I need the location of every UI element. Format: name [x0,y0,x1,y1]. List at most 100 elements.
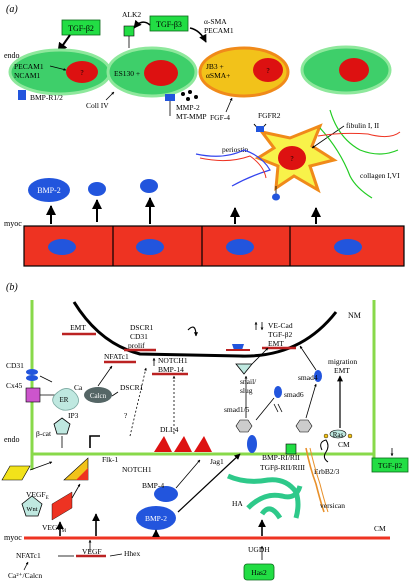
cx45-channel [25,387,41,403]
notch1-triangle-left [154,436,172,452]
vegfe-arrow [29,461,53,471]
smad4-oval [314,370,322,382]
myoc-nucleus-1 [48,239,76,255]
bmp2-oval-a [28,178,70,202]
ip3-label: IP3 [68,411,79,420]
endo-nucleus-3 [339,58,369,82]
endo-nucleus-1 [66,61,98,83]
mmp-dot-3 [186,97,190,101]
inhibit-mark-1 [273,403,279,413]
fgf4-label: FGF-4 [210,113,230,122]
ugdh-label: UGDH [248,545,270,554]
fgf4-arrow [225,97,233,113]
er-shape [52,388,79,411]
dscr1-mid-inhibit [111,391,119,397]
bmp-drop-2 [140,179,158,193]
collagen-label: collagen I,VI [360,171,400,180]
erbb-receptor [320,439,329,463]
tgfb2-box [61,19,101,36]
jag1-triangle [194,436,212,452]
has2-box [243,563,275,581]
tgfbr-label: TGFβ-RII/RIII [260,463,306,472]
smad6-label: smad6 [284,390,304,399]
myoc-nucleus-3 [226,239,254,255]
jb3-nucleus [253,58,283,82]
bmp2-up-arrow [177,453,241,513]
mmp-dot-2 [188,90,192,94]
bmp4-oval [154,486,178,502]
collagen-fiber-red [317,131,401,138]
snail-to-emt-arrow [251,347,269,365]
inhibit-mark-2 [277,403,283,413]
smad4-label: smad4 [298,373,318,382]
q-label-b: ? [124,411,128,420]
panel-a: (a) TGF-β2 TGF-β3 ALK2 α-SMA PECAM1 endo… [4,4,405,267]
mesenchymal-receptor [256,126,264,132]
periostin-fiber-blue [195,149,271,187]
ras-label: Ras [333,431,344,439]
smad-hex-right [295,419,313,433]
es130-label: ES130 + [114,69,140,78]
vegfe-parallelogram [1,465,31,481]
emt-right-label: EMT [334,366,350,375]
dscr1-mid-label: DSCR1 [120,383,144,392]
endo-label-b: endo [4,435,20,444]
bmpr-label: BMP-R1/2 [30,93,63,102]
vegf-gradient-triangle-red [76,468,88,480]
vegfe-label: VEGFE [26,490,49,501]
vecad-label: VE-Cad [268,321,293,330]
myoc-nucleus-4 [334,239,362,255]
bmp14-label: BMP-14 [158,365,184,374]
versican-fiber [305,447,325,513]
prolif-label: prolif [128,341,145,350]
smad15-label: smad1/5 [224,405,250,414]
bmp2-oval-b [136,506,176,530]
alk2-label: ALK2 [122,10,141,19]
pecam-arrow [49,65,67,71]
vegfm-parallelogram [51,491,73,521]
cm-label: CM [338,440,350,449]
collagen-fiber-green [319,127,373,199]
nfatc1-b-label: NFATc1 [16,551,41,560]
bmprii-label: BMP-RI/RII [262,453,300,462]
erbb-label: ErbB2/3 [314,467,340,476]
notch1-label: NOTCH1 [122,465,152,474]
bmprii-receptor [247,435,257,453]
endo-nucleus-2 [144,60,178,86]
periostin-fiber-red [199,155,267,179]
hhex-inhibit [109,553,123,557]
myoc-label-a: myoc [4,219,22,228]
smad-hex-to-smad4 [305,383,317,419]
flk1-dashed-arrow [129,367,147,437]
notch1-triangle-right [174,436,192,452]
panel-a-label: (a) [6,4,18,15]
mesenchymal-bottom-ball [272,193,280,201]
bcat-label: β-cat [36,429,52,438]
bmp4-arrow [175,459,201,489]
ca-calcn-label: Ca²⁺/Calcn [8,571,42,580]
mmp-dot-1 [181,92,185,96]
snail-slug-triangle [235,363,253,375]
snail-label: snail/ [240,377,257,386]
flk1-receptor [89,435,100,448]
nm-label: NM [348,311,361,320]
asma-label: α-SMA [204,17,227,26]
calcn-label: Calcn [90,392,107,400]
q-mark-1: ? [80,69,83,77]
ha-fiber-1 [226,473,301,519]
jag1-label: Jag1 [210,457,224,466]
collagen-fiber-green-2 [329,109,399,155]
dll4-label: DLL4 [160,425,179,434]
tgfb2-top-label: TGF-β2 [268,330,292,339]
bmpr-receptor [18,90,26,100]
calcn-to-nfatc1-arrow [97,365,113,387]
q-mark-2: ? [266,67,269,75]
smad-nuclear-complex [232,344,244,350]
ras-oval [329,429,347,439]
panel-b: (b) CM endo NM EMT DSCR1 CD31 prolif VE-… [1,282,409,581]
mmp-receptor [165,94,175,101]
coll4-label: Coll IV [86,101,109,110]
bmp4-label: BMP-4 [142,481,164,490]
smad6-oval [274,386,282,398]
